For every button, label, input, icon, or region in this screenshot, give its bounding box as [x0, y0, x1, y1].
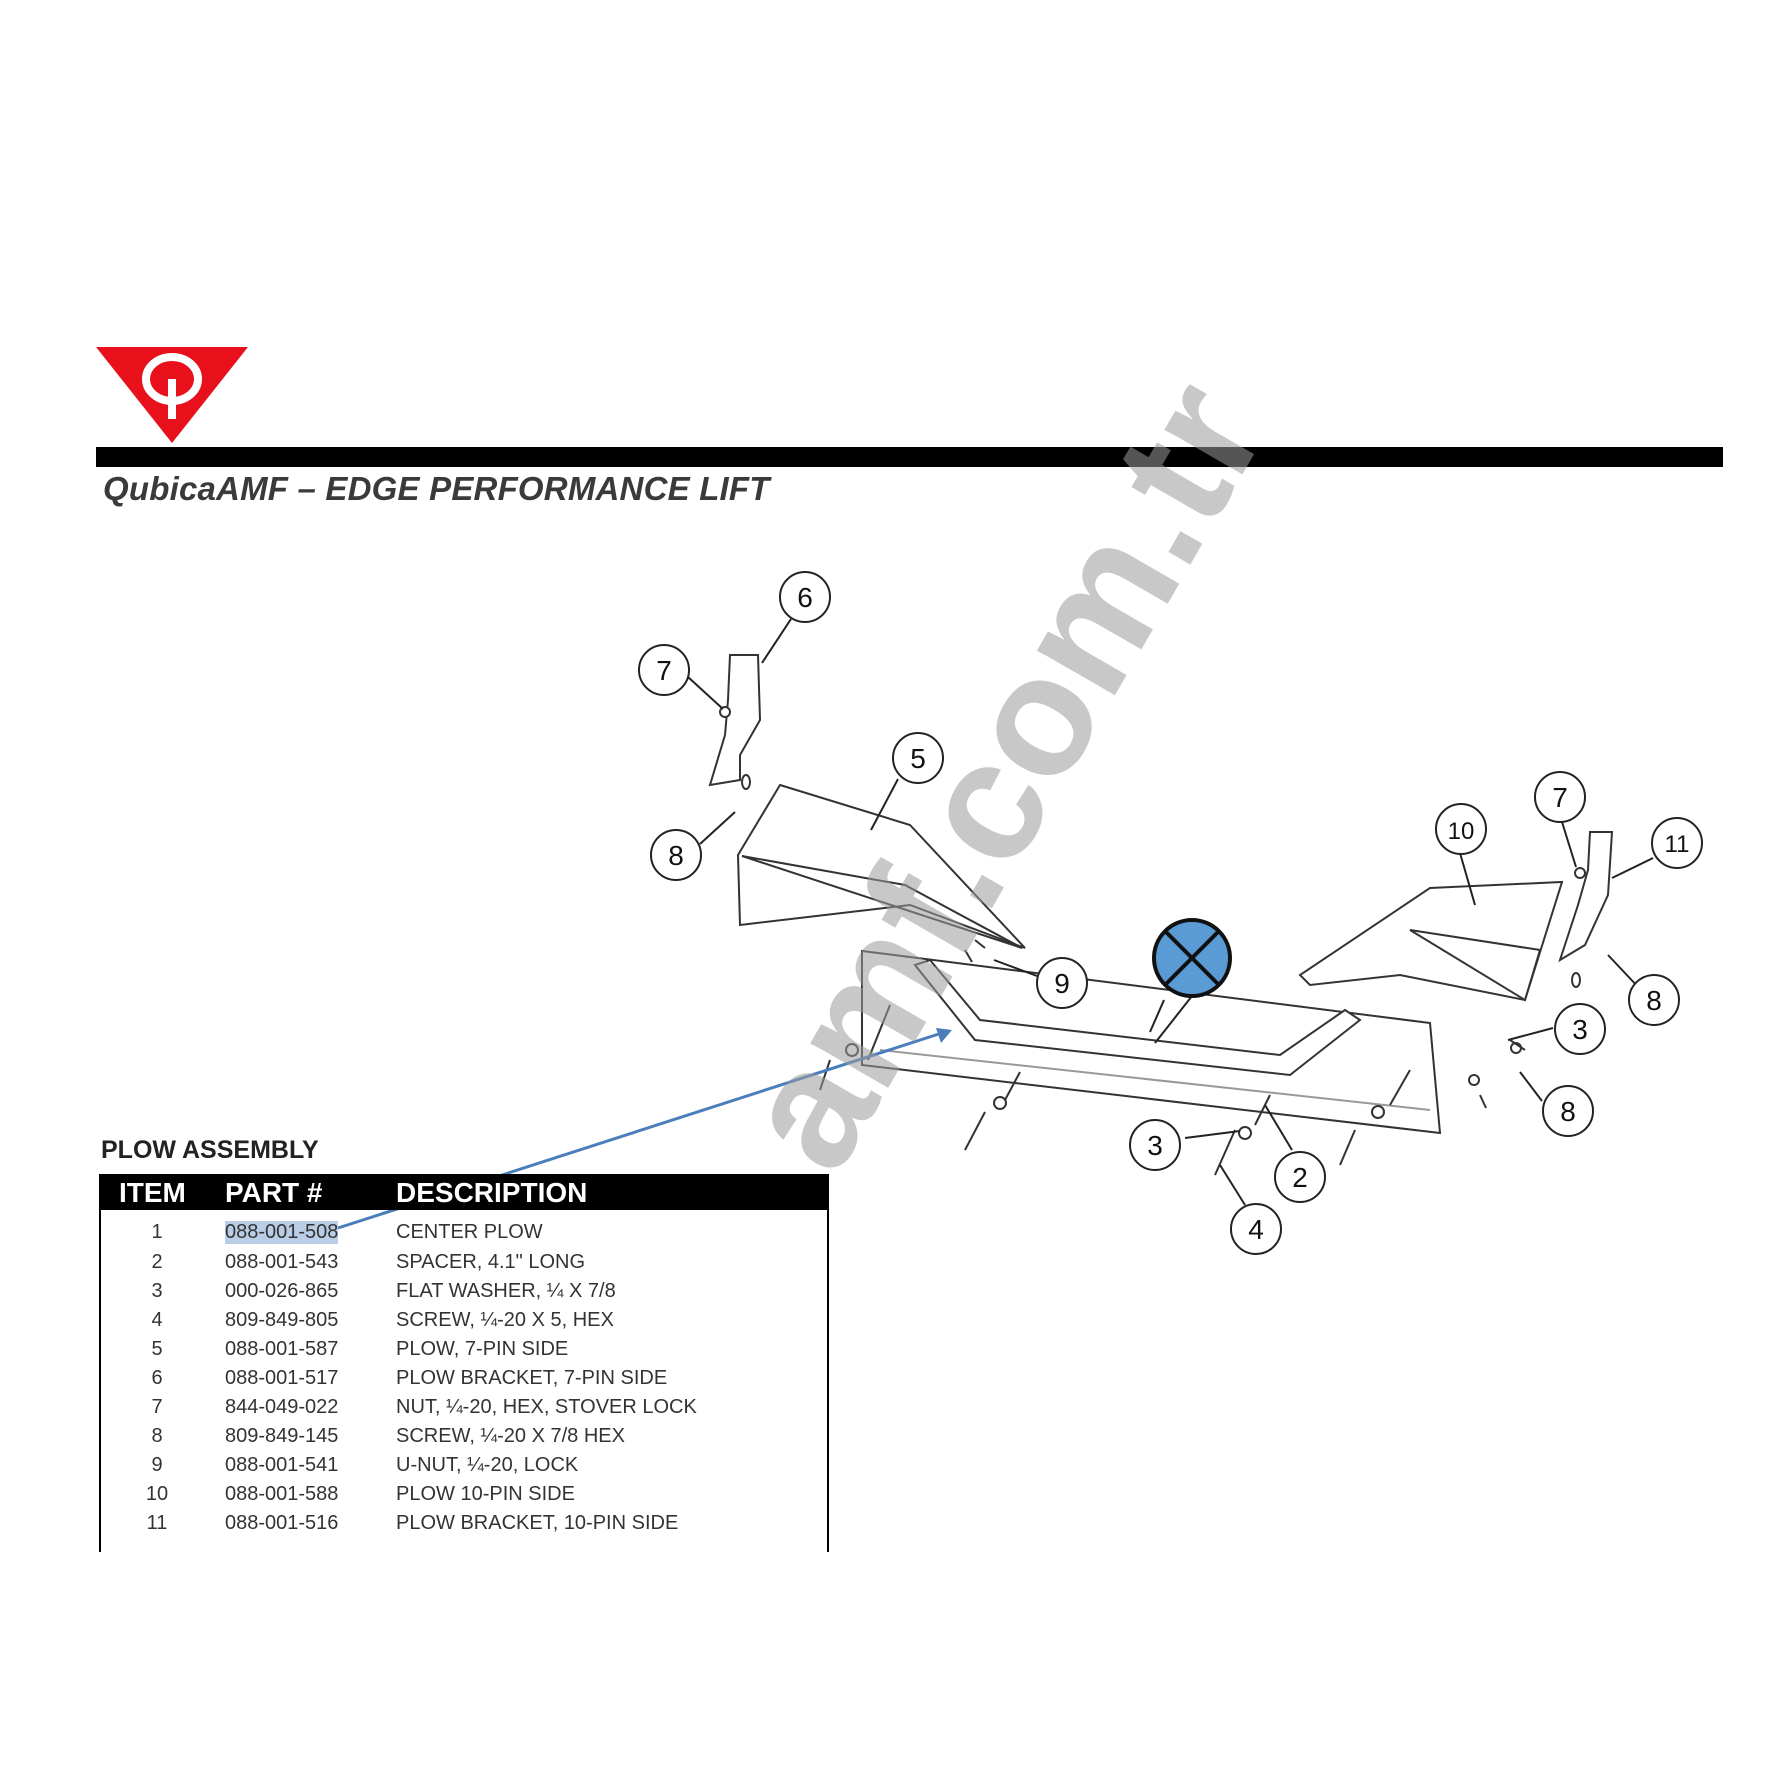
description-cell: SCREW, ¼-20 X 7/8 HEX [396, 1425, 625, 1447]
table-row: 11 088-001-516 PLOW BRACKET, 10-PIN SIDE [101, 1510, 827, 1539]
table-row: 7 844-049-022 NUT, ¼-20, HEX, STOVER LOCK [101, 1394, 827, 1423]
part-cell: 809-849-805 [225, 1309, 339, 1331]
table-row: 10 088-001-588 PLOW 10-PIN SIDE [101, 1481, 827, 1510]
table-row: 3 000-026-865 FLAT WASHER, ¼ X 7/8 [101, 1278, 827, 1307]
description-cell: U-NUT, ¼-20, LOCK [396, 1454, 579, 1476]
qubicaamf-logo [96, 347, 248, 443]
callout-8-right-upper [1628, 974, 1680, 1026]
item-cell: 8 [151, 1425, 163, 1447]
item-cell: 1 [151, 1221, 163, 1243]
callout-6 [779, 571, 831, 623]
part-cell: 088-001-508 [225, 1221, 339, 1244]
table-header: ITEM PART # DESCRIPTION [101, 1174, 827, 1210]
item-cell: 7 [151, 1396, 163, 1418]
item-cell: 5 [151, 1338, 163, 1360]
callout-3-bottom [1129, 1119, 1181, 1171]
callout-2 [1274, 1151, 1326, 1203]
callout-label: 10 [1448, 818, 1475, 845]
table-row: 5 088-001-587 PLOW, 7-PIN SIDE [101, 1336, 827, 1365]
table-row: 8 809-849-145 SCREW, ¼-20 X 7/8 HEX [101, 1423, 827, 1452]
item-cell: 9 [151, 1454, 163, 1476]
part-cell: 088-001-588 [225, 1483, 339, 1505]
callout-label: 8 [668, 840, 684, 871]
callout-9 [1036, 957, 1088, 1009]
callout-label: 3 [1147, 1130, 1163, 1161]
description-cell: FLAT WASHER, ¼ X 7/8 [396, 1280, 616, 1302]
callout-label: 2 [1292, 1162, 1308, 1193]
header-item: ITEM [119, 1177, 186, 1208]
part-cell: 088-001-516 [225, 1512, 339, 1534]
callout-5 [892, 732, 944, 784]
callout-4 [1230, 1203, 1282, 1255]
callout-8-left [650, 829, 702, 881]
part-cell: 088-001-543 [225, 1251, 339, 1273]
callout-label: 5 [910, 743, 926, 774]
callout-label: 3 [1572, 1014, 1588, 1045]
part-cell: 088-001-541 [225, 1454, 339, 1476]
description-cell: PLOW BRACKET, 10-PIN SIDE [396, 1512, 679, 1534]
callout-label: 9 [1054, 968, 1070, 999]
callout-label: 8 [1646, 985, 1662, 1016]
part-cell: 088-001-587 [225, 1338, 339, 1360]
callout-label: 6 [797, 582, 813, 613]
part-cell: 088-001-517 [225, 1367, 339, 1389]
screws-and-hardware [719, 706, 1586, 1176]
description-cell: CENTER PLOW [396, 1221, 543, 1243]
header-description: DESCRIPTION [396, 1177, 588, 1208]
description-cell: PLOW 10-PIN SIDE [396, 1483, 575, 1505]
part-cell: 000-026-865 [225, 1280, 339, 1302]
part-cell: 809-849-145 [225, 1425, 339, 1447]
item-cell: 3 [151, 1280, 163, 1302]
callout-11 [1651, 817, 1703, 869]
callout-8-right-lower [1542, 1085, 1594, 1137]
plow-7-pin-side-part [736, 783, 1026, 949]
document-title: QubicaAMF – EDGE PERFORMANCE LIFT [103, 470, 770, 507]
section-title: PLOW ASSEMBLY [101, 1136, 319, 1164]
description-cell: PLOW BRACKET, 7-PIN SIDE [396, 1367, 668, 1389]
callout-label: 4 [1248, 1214, 1264, 1245]
table-row: 9 088-001-541 U-NUT, ¼-20, LOCK [101, 1452, 827, 1481]
center-plow-part [861, 949, 1442, 1135]
item-cell: 4 [151, 1309, 163, 1331]
callout-label: 7 [1552, 782, 1568, 813]
callout-circles [638, 571, 1703, 1255]
description-cell: SPACER, 4.1" LONG [396, 1251, 586, 1273]
callout-7-left [638, 644, 690, 696]
item-cell: 6 [151, 1367, 163, 1389]
callout-label: 7 [656, 655, 672, 686]
item-cell: 10 [145, 1483, 169, 1505]
table-row: 4 809-849-805 SCREW, ¼-20 X 5, HEX [101, 1307, 827, 1336]
header-part: PART # [225, 1177, 323, 1208]
description-cell: NUT, ¼-20, HEX, STOVER LOCK [396, 1396, 697, 1418]
parts-table: ITEM PART # DESCRIPTION 1 088-001-508 CENT… [99, 1174, 829, 1552]
callout-label: 8 [1560, 1096, 1576, 1127]
plow-bracket-7-pin-side-part [708, 654, 762, 790]
description-cell: SCREW, ¼-20 X 5, HEX [396, 1309, 614, 1331]
callout-7-right [1534, 771, 1586, 823]
part-cell: 844-049-022 [225, 1396, 339, 1418]
header-rule [96, 447, 1723, 467]
description-cell: PLOW, 7-PIN SIDE [396, 1338, 569, 1360]
table-row: 2 088-001-543 SPACER, 4.1" LONG [101, 1249, 827, 1278]
item-cell: 2 [151, 1251, 163, 1273]
item-cell: 11 [146, 1512, 168, 1534]
blue-x-circle-icon [1152, 918, 1232, 1044]
callout-10 [1435, 803, 1487, 855]
table-row: 1 088-001-508 CENTER PLOW [101, 1219, 827, 1248]
table-row: 6 088-001-517 PLOW BRACKET, 7-PIN SIDE [101, 1365, 827, 1394]
plow-bracket-10-pin-side-part [1558, 831, 1614, 988]
callout-label: 11 [1665, 831, 1690, 858]
callout-3-right [1554, 1003, 1606, 1055]
plow-10-pin-side-part [1298, 880, 1564, 1002]
